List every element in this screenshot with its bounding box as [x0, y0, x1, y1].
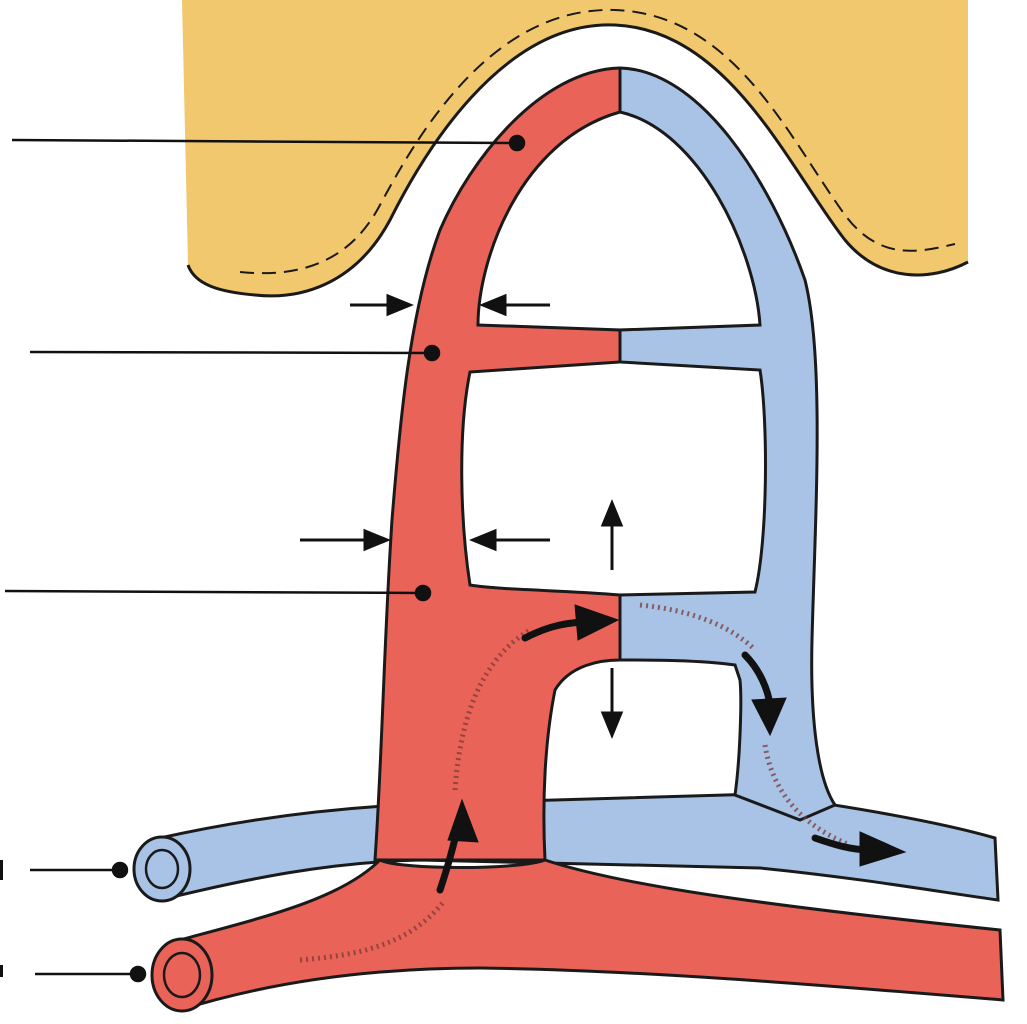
flow-arrows	[436, 604, 907, 894]
leader-metarteriole	[4, 584, 432, 602]
leader-capillary-top	[11, 134, 526, 152]
leader-arteriole	[35, 965, 147, 983]
flow-dots	[299, 602, 851, 963]
capillary-arterial-limb	[373, 66, 622, 862]
arrow-in-right-icon	[479, 293, 507, 317]
arrow-up-icon	[600, 499, 624, 527]
arteriole	[178, 858, 1005, 1013]
arrow-in-left-2-icon	[363, 528, 391, 552]
leader-capillary-middle	[29, 344, 441, 362]
venule-lumen-inner	[144, 848, 180, 890]
venule	[158, 792, 1000, 902]
tissue-region	[182, 0, 968, 296]
cropped-label-marks	[0, 860, 3, 977]
basement-membrane-dashed	[239, 8, 956, 275]
constriction-upper	[350, 293, 550, 317]
leader-venule	[30, 861, 129, 879]
arrow-in-right-2-icon	[469, 528, 497, 552]
tissue-edge	[186, 23, 969, 298]
constriction-middle	[300, 528, 550, 552]
arteriole-lumen-inner	[162, 951, 202, 999]
capillary-venous-limb	[618, 66, 838, 822]
dilation-arrows	[600, 499, 624, 739]
arrow-in-left-icon	[386, 293, 414, 317]
arrow-down-icon	[600, 711, 624, 739]
leader-lines	[4, 134, 526, 983]
